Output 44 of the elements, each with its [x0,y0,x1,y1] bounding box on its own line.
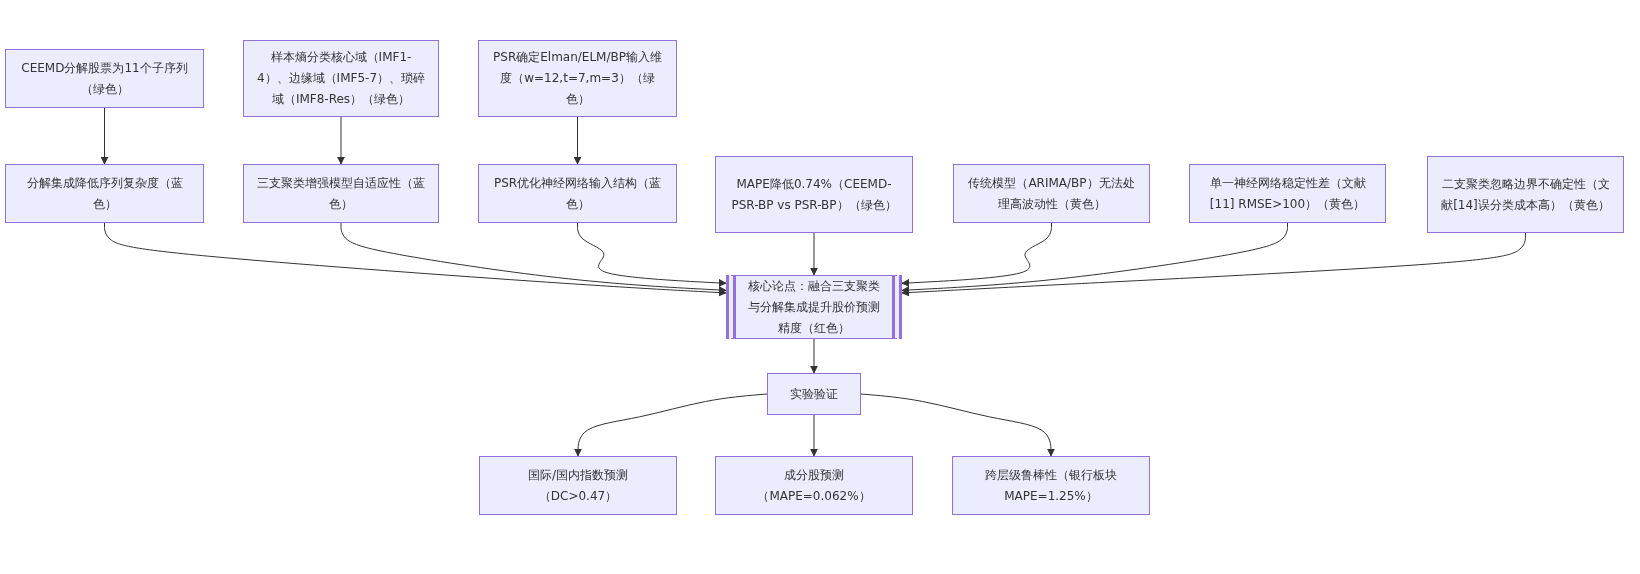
arrow [573,116,582,165]
node-text: 分解集成降低序列复杂度（蓝色） [25,174,184,213]
node-text: PSR优化神经网络输入结构（蓝色） [492,174,663,213]
process-box [478,40,677,117]
process-box [243,40,439,117]
process-box [715,456,913,515]
node-text: MAPE降低0.74%（CEEMD-PSR-BP vs PSR-BP）（绿色） [730,175,898,214]
process-box [715,156,913,233]
node-text: 单一神经网络稳定性差（文献[11] RMSE>100）（黄色） [1208,174,1367,213]
node-text: 样本熵分类核心域（IMF1-4）、边缘域（IMF5-7）、琐碎域（IMF8-Res）（绿色） [256,49,426,108]
process-box [243,164,439,223]
process-box [5,49,204,108]
arrow [860,393,1055,457]
arrow [810,414,818,457]
subroutine-box [726,275,902,339]
arrow [810,338,818,374]
arrow [577,222,727,287]
arrow [901,222,1052,287]
arrow [337,116,345,165]
process-box [953,164,1150,223]
arrow [810,232,818,276]
process-box [952,456,1150,515]
arrow [574,393,768,457]
node-text: 核心论点：融合三支聚类与分解集成提升股价预测精度（红色） [748,277,880,337]
process-box [478,164,677,223]
node-text: 二支聚类忽略边界不确定性（文献[14]误分类成本高）（黄色） [1440,175,1611,214]
arrow [100,107,109,165]
node-text: CEEMD分解股票为11个子序列（绿色） [20,59,189,98]
process-box [767,373,861,415]
node-text: 国际/国内指数预测（DC>0.47） [526,466,629,505]
node-text: 传统模型（ARIMA/BP）无法处理高波动性（黄色） [967,174,1136,213]
node-text: 三支聚类增强模型自适应性（蓝色） [256,174,426,213]
arrow [901,232,1526,297]
process-box [1189,164,1386,223]
node-text: 跨层级鲁棒性（银行板块MAPE=1.25%） [984,466,1118,505]
arrow [901,222,1288,294]
arrow [340,222,727,294]
node-text: 实验验证 [790,385,838,403]
node-text: PSR确定Elman/ELM/BP输入维度（w=12,t=7,m=3）（绿色） [492,49,663,108]
process-box [479,456,677,515]
arrow [104,222,727,297]
node-text: 成分股预测（MAPE=0.062%） [756,466,872,505]
process-box [5,164,204,223]
process-box [1427,156,1624,233]
